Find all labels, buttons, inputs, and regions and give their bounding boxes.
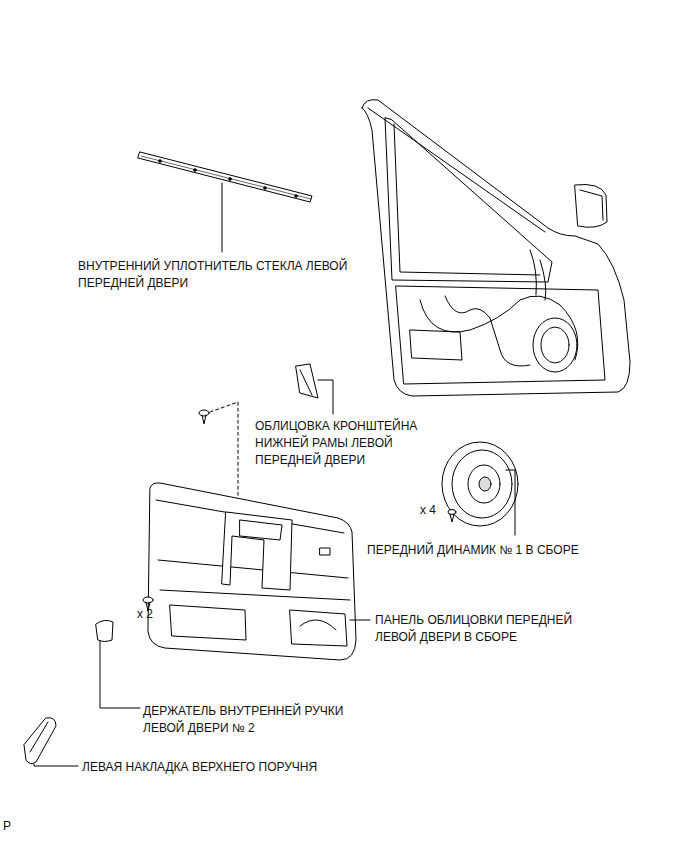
bracket-garnish bbox=[296, 364, 333, 414]
door-shell bbox=[362, 100, 630, 396]
armrest-cover bbox=[24, 718, 78, 766]
door-trim-panel bbox=[148, 483, 370, 660]
part-label: ОБЛИЦОВКА КРОНШТЕЙНА НИЖНЕЙ РАМЫ ЛЕВОЙ П… bbox=[255, 418, 461, 469]
speaker bbox=[442, 442, 518, 535]
quantity-label: x 2 bbox=[137, 606, 153, 623]
part-label: ДЕРЖАТЕЛЬ ВНУТРЕННЕЙ РУЧКИ ЛЕВОЙ ДВЕРИ №… bbox=[143, 703, 385, 737]
part-label: ЛЕВАЯ НАКЛАДКА ВЕРХНЕГО ПОРУЧНЯ bbox=[82, 759, 317, 776]
part-label: ВНУТРЕННИЙ УПЛОТНИТЕЛЬ СТЕКЛА ЛЕВОЙ ПЕРЕ… bbox=[78, 258, 396, 292]
weatherstrip bbox=[138, 152, 312, 252]
part-label: ПЕРЕДНИЙ ДИНАМИК № 1 В СБОРЕ bbox=[367, 542, 579, 559]
page-mark: P bbox=[3, 818, 11, 835]
part-label: ПАНЕЛЬ ОБЛИЦОВКИ ПЕРЕДНЕЙ ЛЕВОЙ ДВЕРИ В … bbox=[375, 612, 613, 646]
quantity-label: x 4 bbox=[420, 502, 436, 519]
handle-holder bbox=[96, 620, 140, 708]
